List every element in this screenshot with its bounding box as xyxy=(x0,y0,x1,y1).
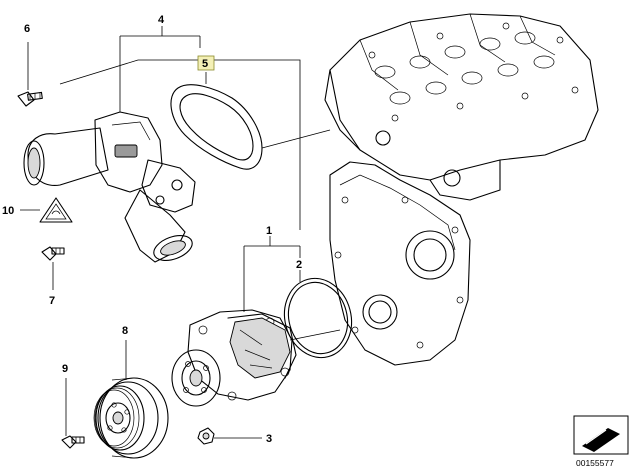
diagram-id-badge: 00155577 xyxy=(573,415,629,468)
callout-5-highlight xyxy=(197,55,215,71)
water-pump-part-1 xyxy=(171,309,297,407)
callout-10: 10 xyxy=(2,205,14,217)
bolt-part-9 xyxy=(61,435,85,449)
bolt-part-6 xyxy=(17,91,43,107)
pulley-part-8 xyxy=(93,377,169,459)
callout-8: 8 xyxy=(122,325,128,337)
callout-2: 2 xyxy=(296,259,302,271)
gasket-part-5 xyxy=(170,84,263,170)
diagram-number: 00155577 xyxy=(576,458,614,468)
leader-lines xyxy=(20,26,341,439)
callout-1: 1 xyxy=(266,225,272,237)
timing-case-cover xyxy=(329,161,471,366)
nut-part-3 xyxy=(197,427,215,445)
callout-5: 5 xyxy=(202,58,208,70)
callout-6: 6 xyxy=(24,23,30,35)
callout-3: 3 xyxy=(266,433,272,445)
warning-label-part-10 xyxy=(39,197,73,223)
thermostat-housing-part-4 xyxy=(23,111,196,263)
bolt-part-7 xyxy=(41,246,65,261)
engine-cylinder-head xyxy=(324,13,599,201)
callout-7: 7 xyxy=(49,295,55,307)
callout-9: 9 xyxy=(62,363,68,375)
callout-4: 4 xyxy=(158,14,165,26)
callout-labels: 6 4 5 10 7 1 2 8 9 3 xyxy=(2,14,302,445)
